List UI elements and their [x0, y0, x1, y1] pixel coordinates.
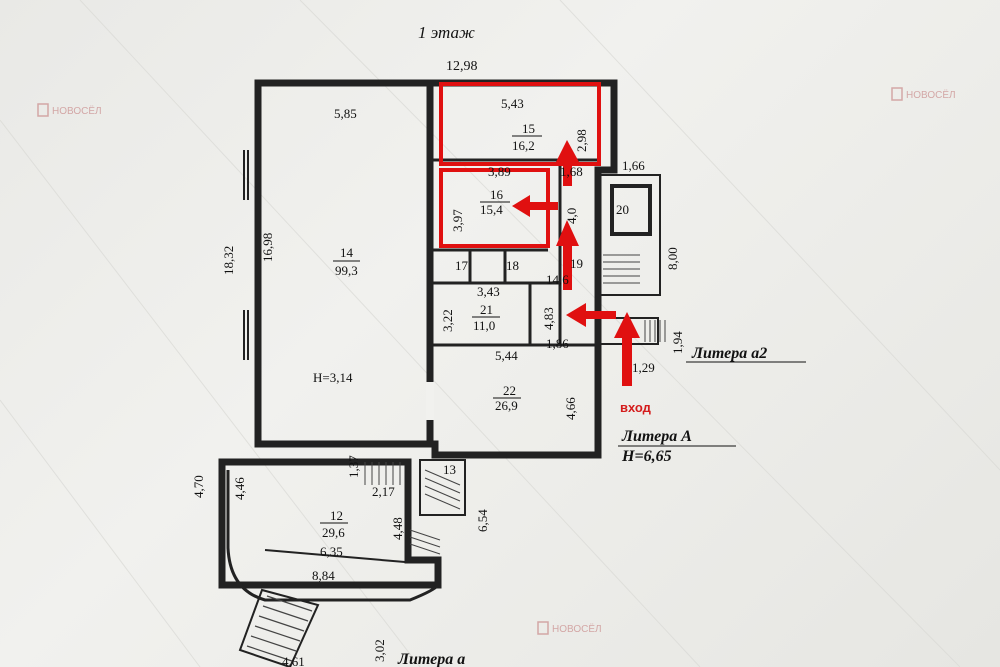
arrow-corridor-up [556, 220, 579, 290]
svg-text:НОВОСЁЛ: НОВОСЁЛ [552, 623, 602, 635]
dim-room22-height: 4,66 [563, 397, 578, 420]
liter-a-label: Литера А [621, 428, 692, 445]
svg-text:НОВОСЁЛ: НОВОСЁЛ [52, 105, 102, 117]
svg-text:26,9: 26,9 [495, 398, 518, 413]
svg-text:99,3: 99,3 [335, 263, 358, 278]
liter-a-height: H=6,65 [621, 448, 672, 465]
room-20-label: 20 [616, 202, 629, 217]
room-14-label: 14 99,3 [333, 245, 360, 278]
dim-left-total: 18,32 [221, 246, 236, 275]
watermark-left: НОВОСЁЛ [37, 103, 102, 117]
dim-room15-width: 5,43 [501, 96, 524, 111]
dim-room12-right-outer: 6,54 [475, 509, 490, 532]
dim-room22-side: 1,86 [546, 336, 569, 351]
svg-text:11,0: 11,0 [473, 318, 495, 333]
extension-walls [218, 458, 466, 602]
room-18-label: 18 [506, 258, 519, 273]
svg-text:29,6: 29,6 [322, 525, 345, 540]
arrow-room16-left [512, 195, 558, 217]
watermark-bottom: НОВОСЁЛ [537, 621, 602, 635]
svg-text:14,6: 14,6 [546, 272, 569, 287]
room-12-label: 12 29,6 [320, 508, 348, 540]
dim-room12-outer-bottom: 8,84 [312, 568, 335, 583]
room-17-label: 17 [455, 258, 469, 273]
svg-text:12: 12 [330, 508, 343, 523]
dim-corridor-width: 1,68 [560, 164, 583, 179]
dim-room21-width: 3,43 [477, 284, 500, 299]
main-building-walls [243, 79, 618, 459]
dim-porch-a2-width: 1,29 [632, 360, 655, 375]
dim-porch-a2-small: 1,94 [670, 331, 685, 354]
dim-room19-height: 4,83 [541, 307, 556, 330]
dim-room12-right: 4,48 [390, 517, 405, 540]
svg-text:22: 22 [503, 383, 516, 398]
dim-room15-height: 2,98 [574, 129, 589, 152]
bottom-stair [238, 588, 320, 667]
dim-room12-left-inner: 4,46 [232, 477, 247, 500]
room-13-label: 13 [443, 462, 456, 477]
dim-room20-width: 1,66 [622, 158, 645, 173]
arrow-entry-up [614, 312, 640, 386]
room-16-label: 16 15,4 [480, 187, 510, 217]
dim-side-right: 8,00 [665, 247, 680, 270]
dim-room12-top-small: 1,37 [346, 455, 361, 478]
liter-a-small-label: Литера а [397, 651, 465, 667]
dim-stair-bottom-width: 4,61 [282, 654, 305, 667]
arrow-room15-up [556, 140, 579, 186]
highlight-room-15 [439, 82, 601, 166]
liter-a2-label: Литера а2 [691, 345, 767, 362]
dim-top-total: 12,98 [446, 59, 478, 74]
svg-text:14: 14 [340, 245, 354, 260]
room-22-label: 22 26,9 [493, 383, 521, 413]
floor-title: 1 этаж [418, 23, 475, 42]
entry-label: вход [620, 400, 652, 415]
watermark-right: НОВОСЁЛ [891, 87, 956, 101]
svg-text:16: 16 [490, 187, 504, 202]
svg-text:15: 15 [522, 121, 535, 136]
svg-text:15,4: 15,4 [480, 202, 503, 217]
svg-text:21: 21 [480, 302, 493, 317]
svg-text:19: 19 [570, 256, 583, 271]
svg-text:НОВОСЁЛ: НОВОСЁЛ [906, 89, 956, 101]
arrow-corridor-left [566, 303, 616, 327]
dim-room12-inner-bottom: 6,35 [320, 544, 343, 559]
dim-ceiling-height: H=3,14 [313, 370, 353, 385]
dim-room14-width: 5,85 [334, 106, 357, 121]
room-21-label: 21 11,0 [472, 302, 500, 333]
dim-room16-width: 3,89 [488, 164, 511, 179]
dim-stair-bottom: 3,02 [372, 639, 387, 662]
room-15-label: 15 16,2 [512, 121, 542, 153]
svg-text:16,2: 16,2 [512, 138, 535, 153]
dim-room12-left-outer: 4,70 [191, 475, 206, 498]
dim-room14-height: 16,98 [260, 233, 275, 262]
dim-room12-top: 2,17 [372, 484, 395, 499]
dim-room22-width: 5,44 [495, 348, 518, 363]
dim-room16-corridor: 4,0 [564, 208, 579, 224]
room-19-label: 19 14,6 [546, 256, 583, 287]
room-20-block [597, 174, 661, 296]
dim-room16-height: 3,97 [450, 209, 465, 232]
dim-room21-height: 3,22 [440, 309, 455, 332]
